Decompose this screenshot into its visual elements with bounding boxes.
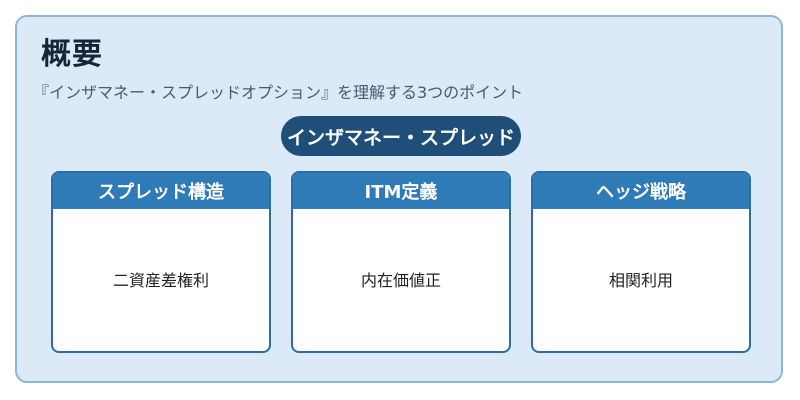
central-topic-pill: インザマネー・スプレッド (281, 116, 521, 156)
card-header: ITM定義 (293, 173, 509, 209)
point-card-spread-structure: スプレッド構造 二資産差権利 (51, 171, 271, 353)
point-card-itm-definition: ITM定義 内在価値正 (291, 171, 511, 353)
card-body: 内在価値正 (360, 271, 441, 290)
card-body: 二資産差権利 (112, 271, 209, 290)
page-title: 概要 (41, 37, 103, 72)
page-subtitle: 『インザマネー・スプレッドオプション』を理解する3つのポイント (33, 83, 524, 102)
point-card-hedge-strategy: ヘッジ戦略 相関利用 (531, 171, 751, 353)
card-header: ヘッジ戦略 (533, 173, 749, 209)
card-header: スプレッド構造 (53, 173, 269, 209)
card-body: 相関利用 (608, 271, 673, 290)
overview-panel: 概要 『インザマネー・スプレッドオプション』を理解する3つのポイント インザマネ… (15, 15, 783, 383)
